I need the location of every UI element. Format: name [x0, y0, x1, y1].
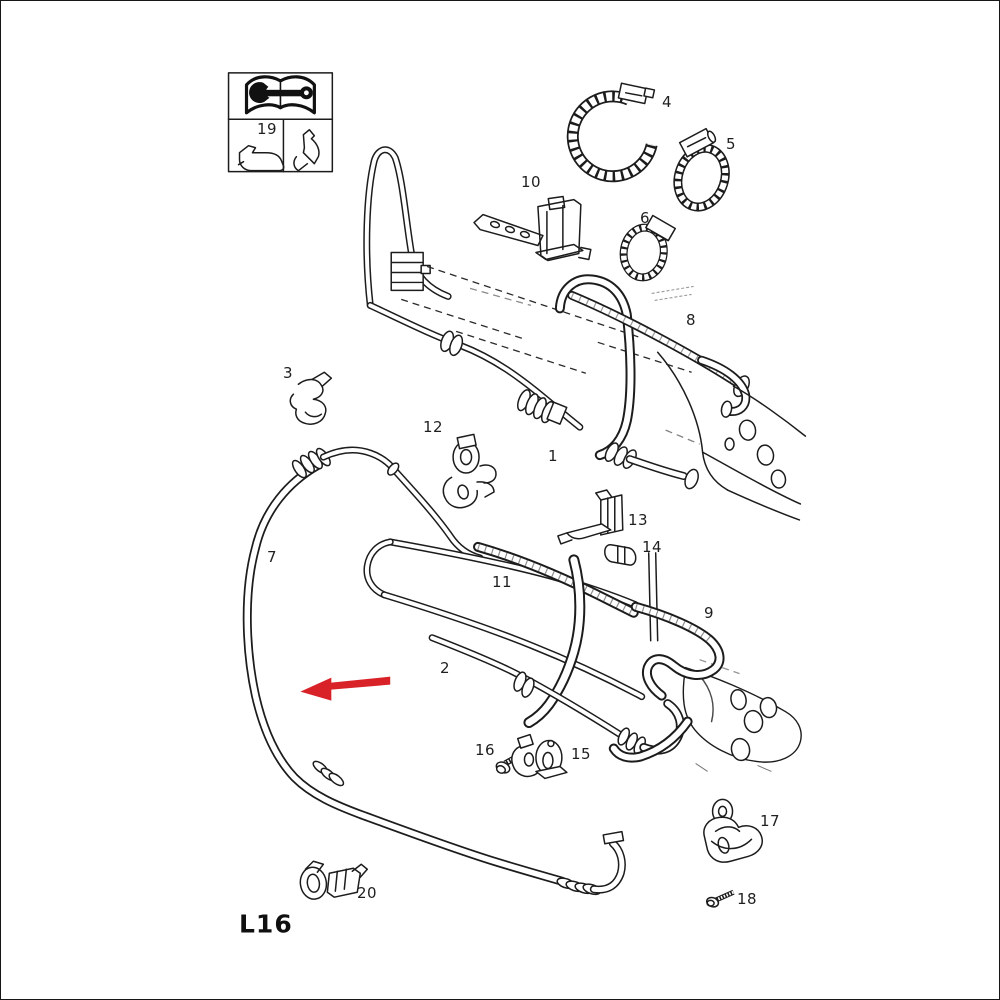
callout-20: 20	[357, 884, 377, 902]
callout-3: 3	[283, 364, 293, 382]
callout-14: 14	[642, 538, 662, 556]
part-14-bushing-drawing	[604, 543, 659, 642]
callout-13: 13	[628, 511, 648, 529]
callout-2: 2	[440, 659, 450, 677]
callout-7: 7	[267, 548, 277, 566]
oil-bottle-icon	[293, 128, 320, 172]
callout-4: 4	[662, 93, 672, 111]
engine-block-upper-drawing	[656, 351, 807, 521]
part-8-return-pipe-drawing	[567, 285, 751, 418]
callout-15: 15	[571, 745, 591, 763]
oil-drain-pan-icon	[237, 144, 285, 172]
part-17-clamp-drawing	[703, 798, 763, 863]
callout-16: 16	[475, 741, 495, 759]
part-2-11-pipe-assembly-drawing	[363, 538, 685, 755]
part-3-clip-drawing	[289, 371, 333, 425]
part-12-clips-drawing	[442, 433, 497, 509]
callout-9: 9	[704, 604, 714, 622]
callout-10: 10	[521, 173, 541, 191]
crossmember-dashed-outline	[400, 265, 692, 374]
callout-17: 17	[760, 812, 780, 830]
part-20-clip-drawing	[299, 860, 369, 900]
red-arrow	[300, 676, 391, 701]
callout-18: 18	[737, 890, 757, 908]
open-book-wrench-icon	[244, 75, 316, 115]
callout-8: 8	[686, 311, 696, 329]
part-4-hose-clamp-drawing	[566, 82, 658, 183]
part-10-bracket-drawing	[473, 195, 592, 262]
callout-11: 11	[492, 573, 512, 591]
callout-5: 5	[726, 135, 736, 153]
steering-gear-holes-drawing	[695, 688, 778, 772]
callout-6: 6	[640, 209, 650, 227]
part-15-clamp-drawing	[511, 733, 568, 780]
upper-pipe-run-drawing	[363, 146, 452, 309]
part-9-hose-drawing	[608, 601, 725, 763]
legend-ref-number: 19	[257, 120, 277, 138]
callout-1: 1	[548, 447, 558, 465]
legend-box	[227, 72, 334, 173]
part-13-bracket-drawing	[557, 489, 624, 545]
part-8-hose-arch-drawing	[554, 274, 699, 490]
diagram-code-label: L16	[239, 909, 293, 939]
callout-12: 12	[423, 418, 443, 436]
part-1-pipe-drawing	[366, 301, 584, 431]
part-18-bolt-drawing	[705, 889, 735, 908]
part-6-hose-clamp-drawing	[619, 214, 677, 282]
part-5-hose-clamp-drawing	[673, 127, 730, 212]
